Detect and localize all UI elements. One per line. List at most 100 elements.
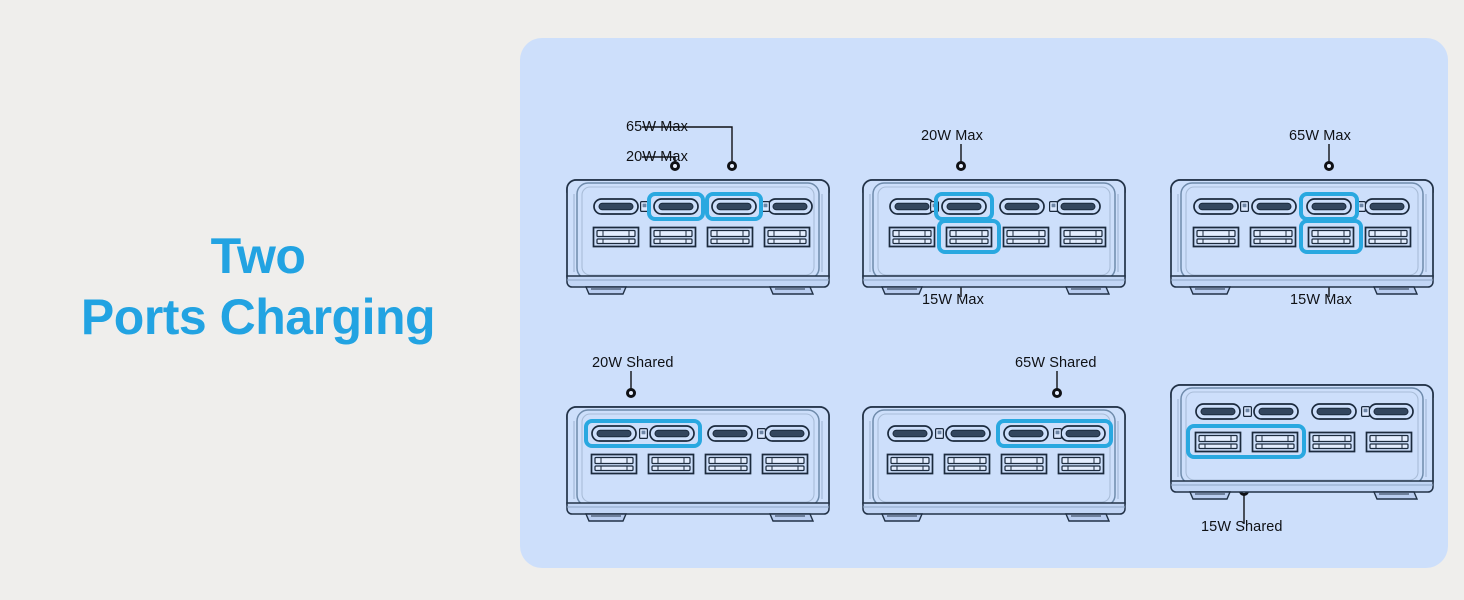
device-2-usb-c-3[interactable] (999, 198, 1045, 215)
device-1-callout-label-20w: 20W Max (626, 149, 688, 165)
page-title: Two Ports Charging (0, 226, 516, 348)
device-1-chassis (566, 179, 830, 295)
device-6-usb-a-1[interactable] (1194, 431, 1242, 453)
device-5-usb-a-4[interactable] (1057, 453, 1105, 475)
device-5-usb-a-1[interactable] (886, 453, 934, 475)
device-4-usb-c-3[interactable] (707, 425, 753, 442)
device-5-callout-line-65w-shared (1052, 371, 1062, 398)
page-title-line-1: Two (210, 228, 306, 284)
device-6-usb-c-2[interactable] (1253, 403, 1299, 420)
device-5-usb-c-2[interactable] (945, 425, 991, 442)
device-1-usb-a-3[interactable] (706, 226, 754, 248)
device-1-usb-a-4[interactable] (763, 226, 811, 248)
device-1-callout-line-20w (642, 156, 680, 171)
device-5-callout-label-65w-shared: 65W Shared (1015, 355, 1097, 371)
device-3-callout-label-65w: 65W Max (1289, 128, 1351, 144)
device-3-usb-c-4[interactable] (1364, 198, 1410, 215)
device-3-usb-a-4[interactable] (1364, 226, 1412, 248)
device-1-illustration (566, 126, 830, 295)
device-3-chassis (1170, 179, 1434, 295)
device-4-chassis (566, 406, 830, 522)
device-4-usb-a-1[interactable] (590, 453, 638, 475)
device-2-usb-a-1[interactable] (888, 226, 936, 248)
device-5-highlight-usb-c-3-4 (996, 419, 1113, 448)
device-5-led-right (1052, 428, 1063, 439)
device-1: 65W Max 20W Max (564, 116, 832, 316)
device-2-callout-label-20w: 20W Max (921, 128, 983, 144)
device-6-usb-c-3[interactable] (1311, 403, 1357, 420)
device-4-led-left (638, 428, 649, 439)
device-6-chassis (1170, 384, 1434, 500)
device-2-usb-a-4[interactable] (1059, 226, 1107, 248)
device-6-usb-c-4[interactable] (1368, 403, 1414, 420)
device-3-usb-a-1[interactable] (1192, 226, 1240, 248)
device-2-callout-label-15w: 15W Max (922, 292, 984, 308)
device-3-usb-c-2[interactable] (1251, 198, 1297, 215)
device-3-led-left (1239, 201, 1250, 212)
device-1-usb-c-2[interactable] (653, 198, 699, 215)
device-2-usb-a-3[interactable] (1002, 226, 1050, 248)
device-1-highlight-usb-c-2 (647, 192, 705, 221)
device-1-callout-line-65w (642, 126, 737, 171)
device-2-illustration (862, 144, 1126, 297)
diagram-panel: 65W Max 20W Max (520, 38, 1448, 568)
device-4-usb-c-2[interactable] (649, 425, 695, 442)
device-3-callout-label-15w: 15W Max (1290, 292, 1352, 308)
device-4-usb-a-3[interactable] (704, 453, 752, 475)
device-4-usb-a-4[interactable] (761, 453, 809, 475)
device-5: 65W Shared (860, 343, 1128, 543)
device-2-usb-c-2[interactable] (941, 198, 987, 215)
device-3-usb-c-1[interactable] (1193, 198, 1239, 215)
device-4-highlight-usb-c-1-2 (584, 419, 702, 448)
device-3: 65W Max 15W Max (1168, 116, 1436, 316)
device-4-led-right (756, 428, 767, 439)
device-3-usb-c-3[interactable] (1306, 198, 1352, 215)
device-2-usb-a-2[interactable] (945, 226, 993, 248)
device-5-illustration (862, 371, 1126, 522)
device-6-usb-c-1[interactable] (1195, 403, 1241, 420)
device-4-usb-c-4[interactable] (764, 425, 810, 442)
device-2-usb-c-1[interactable] (889, 198, 935, 215)
device-3-highlight-usb-a-3 (1299, 219, 1363, 254)
device-5-usb-a-3[interactable] (1000, 453, 1048, 475)
device-6: 15W Shared (1168, 343, 1436, 543)
device-6-highlight-usb-a-1-2 (1186, 424, 1306, 459)
device-4-callout-label-20w-shared: 20W Shared (592, 355, 674, 371)
device-2-callout-line-20w (956, 144, 966, 171)
device-4-illustration (566, 371, 830, 522)
device-5-usb-c-4[interactable] (1060, 425, 1106, 442)
device-6-illustration (1170, 384, 1434, 524)
device-5-chassis (862, 406, 1126, 522)
device-1-highlight-usb-c-3 (705, 192, 763, 221)
device-3-illustration (1170, 144, 1434, 297)
device-6-usb-a-4[interactable] (1365, 431, 1413, 453)
device-6-led-left (1242, 406, 1253, 417)
device-4-usb-c-1[interactable] (591, 425, 637, 442)
device-4-callout-line-20w-shared (626, 371, 636, 398)
device-6-led-right (1360, 406, 1371, 417)
device-2-chassis (862, 179, 1126, 295)
device-6-callout-label-15w-shared: 15W Shared (1201, 519, 1283, 535)
device-1-usb-c-4[interactable] (767, 198, 813, 215)
device-2-led-right (1048, 201, 1059, 212)
device-5-usb-a-2[interactable] (943, 453, 991, 475)
device-4: 20W Shared (564, 343, 832, 543)
device-2: 20W Max 15W Max (860, 116, 1128, 316)
device-1-usb-a-2[interactable] (649, 226, 697, 248)
device-6-usb-a-2[interactable] (1251, 431, 1299, 453)
device-5-led-left (934, 428, 945, 439)
device-1-usb-c-3[interactable] (711, 198, 757, 215)
device-3-callout-line-65w (1324, 144, 1334, 171)
device-3-usb-a-3[interactable] (1307, 226, 1355, 248)
device-4-usb-a-2[interactable] (647, 453, 695, 475)
page-title-line-2: Ports Charging (80, 289, 436, 345)
device-2-usb-c-4[interactable] (1055, 198, 1101, 215)
device-3-usb-a-2[interactable] (1249, 226, 1297, 248)
device-2-highlight-usb-a-2 (937, 219, 1001, 254)
device-1-usb-c-1[interactable] (593, 198, 639, 215)
device-1-usb-a-1[interactable] (592, 226, 640, 248)
device-6-usb-a-3[interactable] (1308, 431, 1356, 453)
device-5-usb-c-3[interactable] (1003, 425, 1049, 442)
device-5-usb-c-1[interactable] (887, 425, 933, 442)
device-1-callout-label-65w: 65W Max (626, 119, 688, 135)
